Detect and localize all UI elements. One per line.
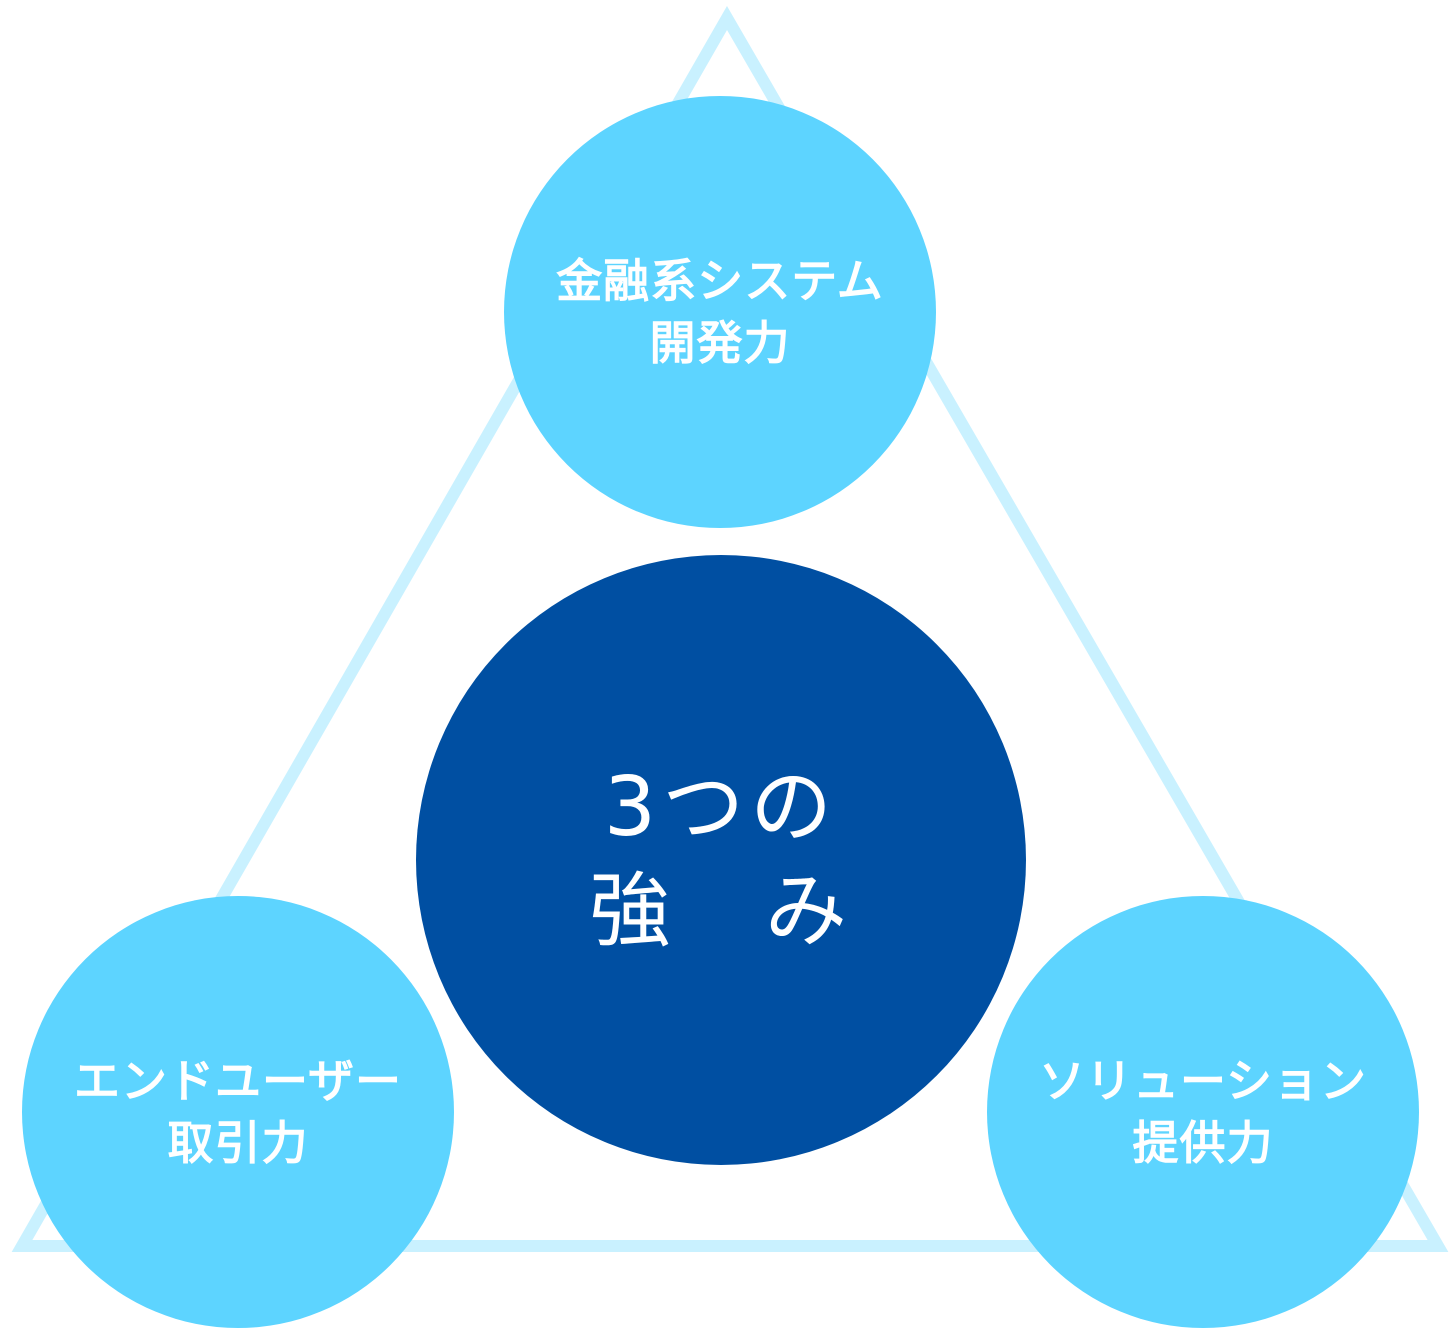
triangle-outline xyxy=(11,5,1449,1252)
node-solution-delivery: ソリューション 提供力 xyxy=(987,896,1419,1328)
node-left-line1: エンドユーザー xyxy=(73,1054,403,1108)
node-top-line2: 開発力 xyxy=(649,316,791,370)
center-line1: 3つの xyxy=(603,760,839,855)
node-end-user-trading: エンドユーザー 取引力 xyxy=(22,896,454,1328)
node-top-line1: 金融系システム xyxy=(556,254,884,308)
center-three-strengths: 3つの 強 み xyxy=(416,555,1026,1165)
node-financial-system-development: 金融系システム 開発力 xyxy=(504,96,936,528)
node-right-line2: 提供力 xyxy=(1132,1116,1274,1170)
node-right-line1: ソリューション xyxy=(1038,1054,1368,1108)
node-left-line2: 取引力 xyxy=(167,1116,309,1170)
center-line2: 強 み xyxy=(588,864,853,959)
